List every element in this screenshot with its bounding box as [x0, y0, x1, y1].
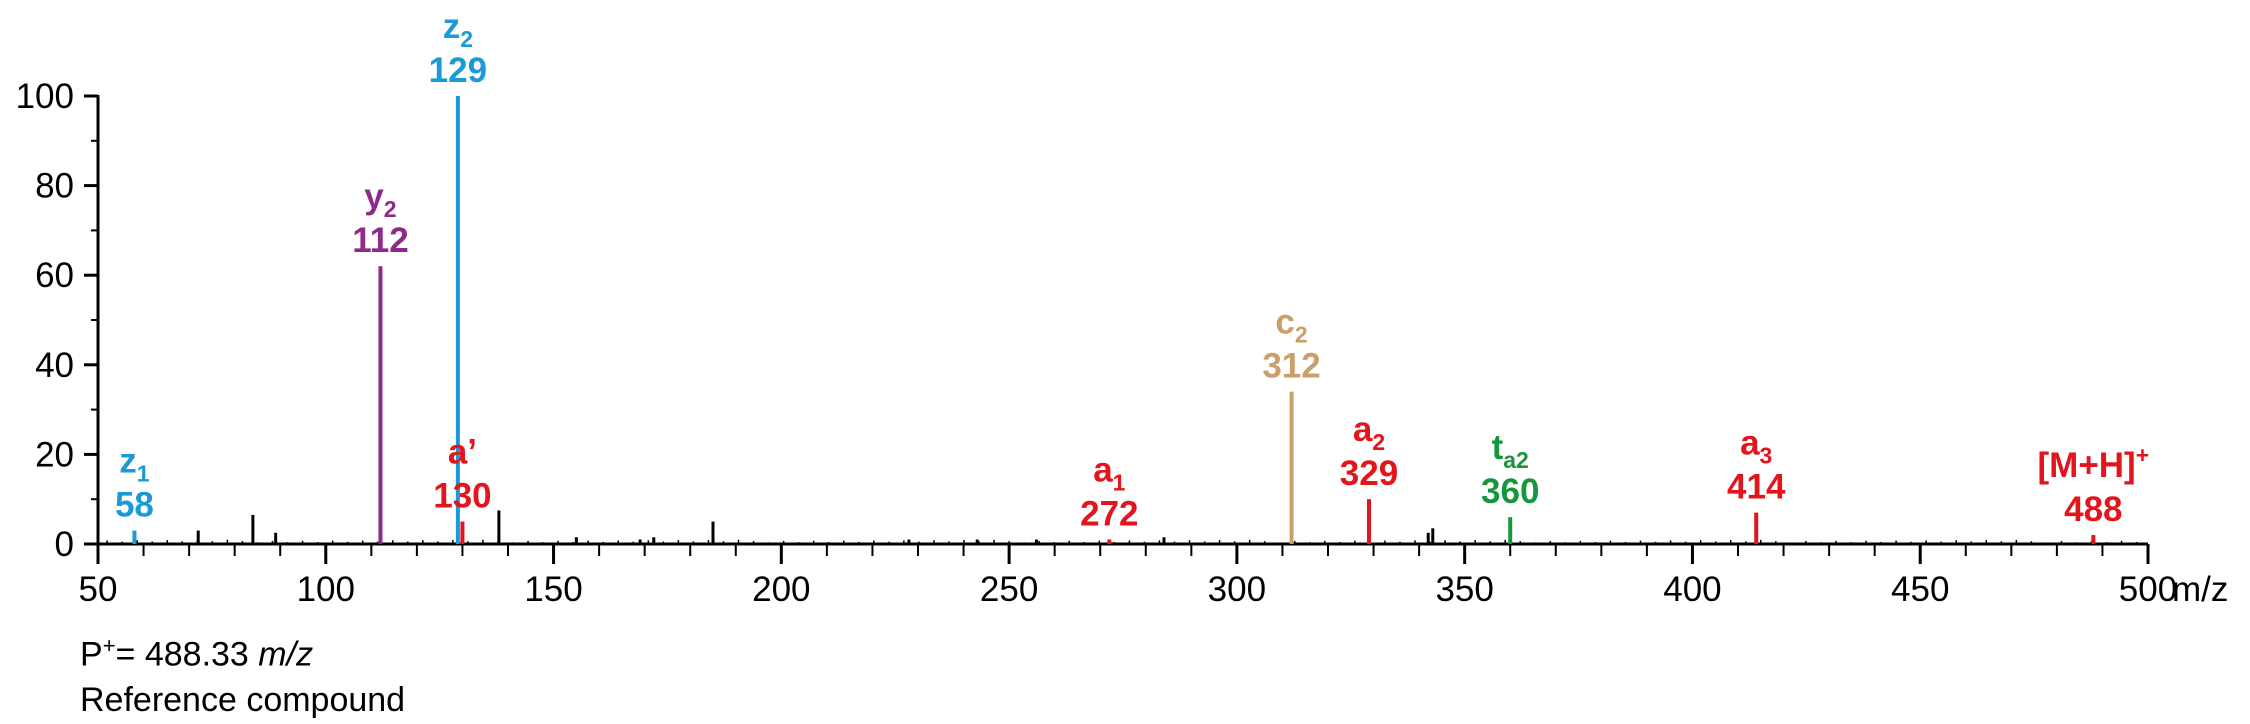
peak-mz-label: 58	[115, 486, 154, 525]
x-tick-label: 400	[1663, 570, 1721, 609]
peak-mz-label: 129	[429, 51, 487, 90]
axes: 0 20 40 60 80 100 50 100 150 200 250 300 350 400 450 50…	[16, 77, 2229, 609]
x-tick-label: 150	[524, 570, 582, 609]
precursor-prefix: P	[80, 635, 103, 674]
x-tick-label: 450	[1891, 570, 1949, 609]
precursor-note: P+= 488.33 m/z	[80, 633, 314, 674]
x-tick-label: 500	[2119, 570, 2177, 609]
unlabeled-peaks	[106, 510, 2138, 544]
y-tick-label: 0	[55, 525, 74, 564]
x-tick-label: 200	[752, 570, 810, 609]
peak-mz-label: 329	[1340, 454, 1398, 493]
y-tick-label: 100	[16, 77, 74, 116]
peak-ion-label: c2	[1275, 303, 1307, 348]
x-tick-label: 350	[1435, 570, 1493, 609]
peak-ion-label: a3	[1740, 424, 1772, 469]
peak-mz-label: 272	[1080, 495, 1138, 534]
peak-ion-label: z1	[119, 442, 150, 487]
peak-mz-label: 414	[1727, 468, 1786, 507]
y-tick-label: 60	[35, 256, 74, 295]
x-axis-unit: m/z	[2172, 570, 2228, 609]
peak-ion-label: a’	[448, 433, 477, 472]
peak-ion-label: [M+H]+	[2038, 442, 2150, 485]
peak-ion-label: a1	[1093, 451, 1125, 496]
y-tick-label: 20	[35, 435, 74, 474]
compound-caption: Reference compound	[80, 681, 406, 719]
peak-ion-label: y2	[364, 177, 396, 222]
y-tick-label: 40	[35, 346, 74, 385]
peak-ion-label: z2	[443, 7, 473, 52]
precursor-unit: m/z	[258, 635, 314, 674]
peak-mz-label: 488	[2064, 490, 2122, 529]
x-tick-label: 50	[79, 570, 118, 609]
precursor-charge: +	[102, 633, 116, 658]
mass-spectrum-chart: 0 20 40 60 80 100 50 100 150 200 250 300 350 400 450 50…	[16, 7, 2229, 609]
x-tick-label: 250	[980, 570, 1038, 609]
peak-mz-label: 312	[1262, 347, 1320, 386]
peak-mz-label: 112	[352, 221, 408, 260]
peak-mz-label: 360	[1481, 472, 1539, 511]
peak-mz-label: 130	[433, 477, 491, 516]
peak-ion-label: a2	[1353, 410, 1385, 455]
x-tick-label: 100	[297, 570, 355, 609]
peak-ion-label: ta2	[1492, 428, 1529, 473]
precursor-value: = 488.33	[115, 635, 259, 674]
y-tick-label: 80	[35, 167, 74, 206]
x-tick-label: 300	[1208, 570, 1266, 609]
